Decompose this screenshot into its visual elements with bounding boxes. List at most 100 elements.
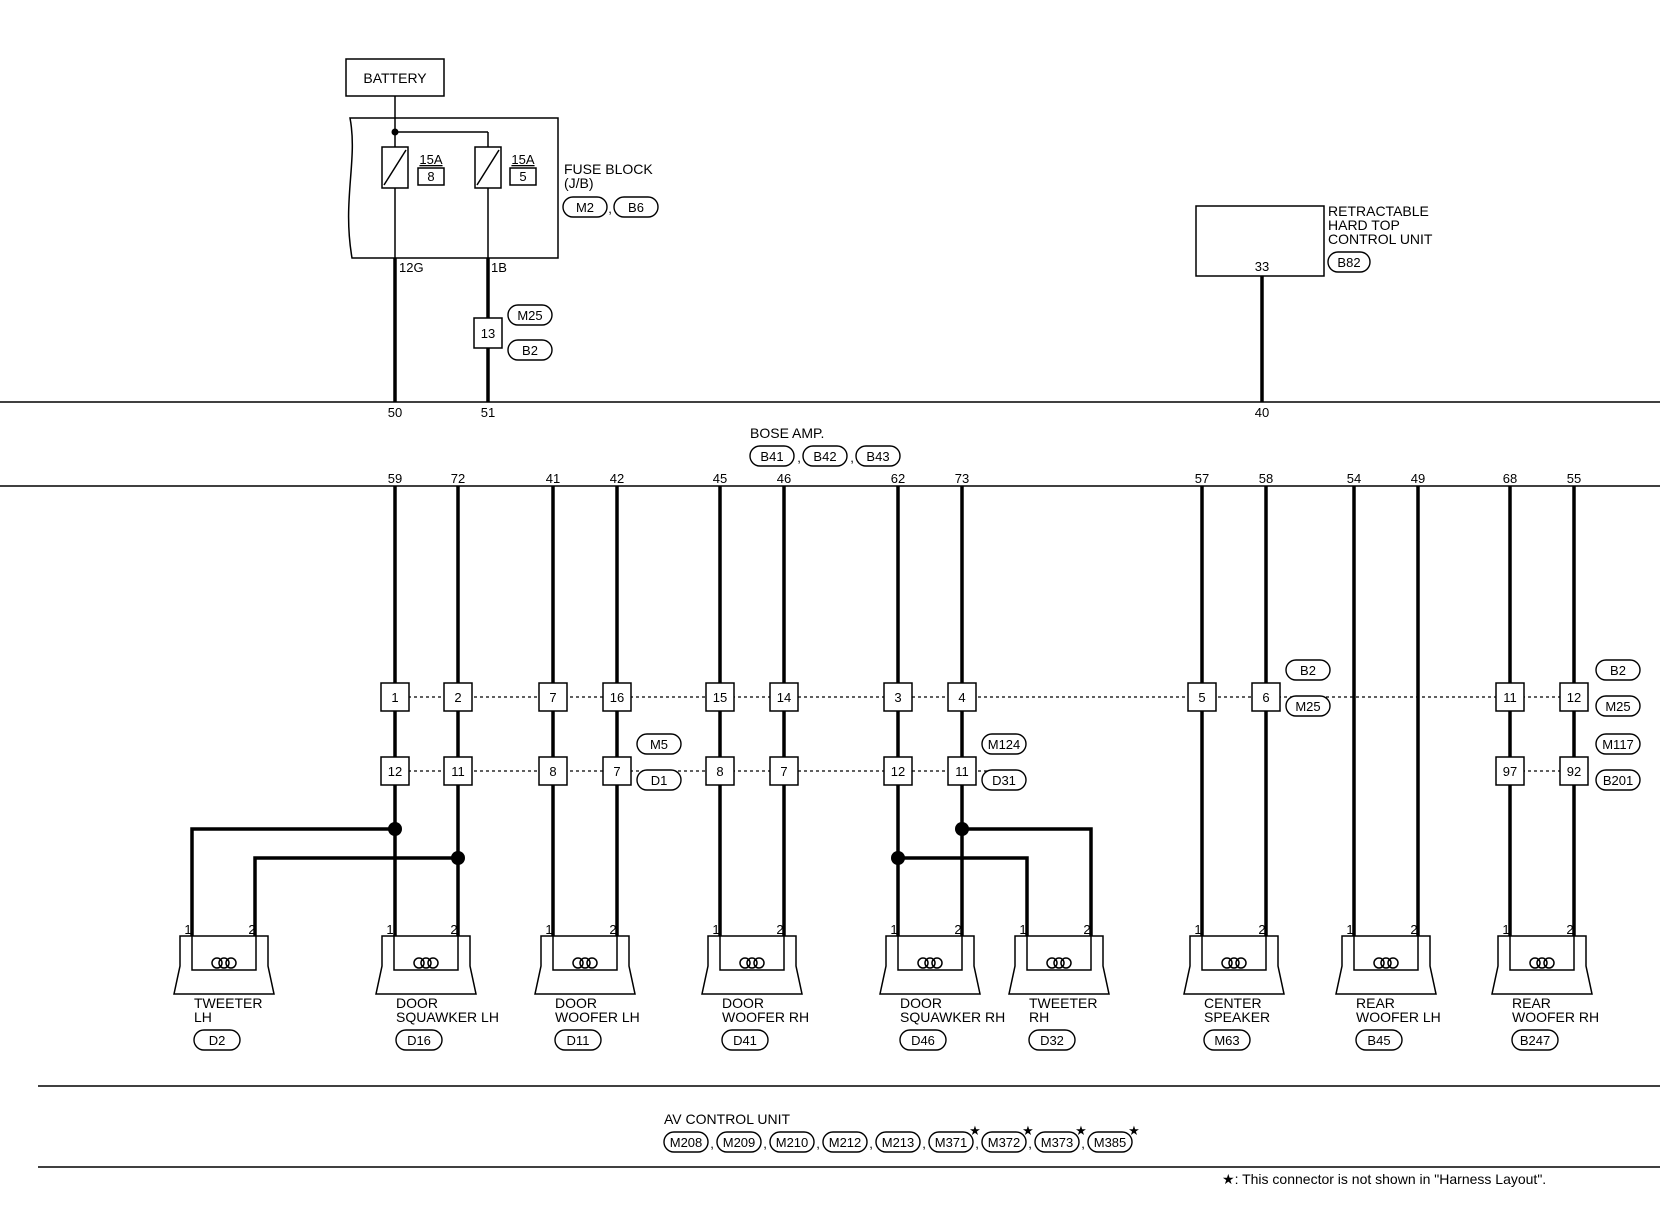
joint-pin: 7 (780, 764, 787, 779)
amp-pin: 45 (713, 471, 727, 486)
speaker-coil-icon (1053, 957, 1065, 969)
splice-point (955, 822, 969, 836)
speaker-pin-2: 2 (1258, 922, 1265, 937)
connector-pill (663, 1131, 709, 1153)
speaker-coil-icon (1373, 957, 1385, 969)
speaker-pin-2: 2 (1083, 922, 1090, 937)
speaker-pin-2: 2 (1566, 922, 1573, 937)
fuse-block: 15A 8 15A 5 FUSE BLOCK (J/B) M2 , B6 (347, 117, 659, 259)
svg-text:,: , (1081, 1136, 1085, 1151)
connector-pill (981, 733, 1027, 755)
amp-pin: 55 (1567, 471, 1581, 486)
joint-pin: 92 (1567, 764, 1581, 779)
speaker-coil-icon (211, 957, 223, 969)
joint-box (380, 682, 410, 712)
speaker-icon (879, 935, 981, 995)
speaker-label: TWEETER (1029, 995, 1097, 1011)
amp-pin: 68 (1503, 471, 1517, 486)
speaker-coil-icon (579, 957, 591, 969)
joint-pin: 1 (391, 690, 398, 705)
speaker-coil-icon (753, 957, 765, 969)
amp-pin: 42 (610, 471, 624, 486)
speaker-coil-icon (225, 957, 237, 969)
speaker-icon (1491, 935, 1593, 995)
speaker-label: SQUAWKER RH (900, 1009, 1005, 1025)
amp-pin: 41 (546, 471, 560, 486)
speaker-coil-icon (413, 957, 425, 969)
connector-pill (981, 1131, 1027, 1153)
joint-connector: M117 (1602, 737, 1634, 752)
joint-box (947, 682, 977, 712)
connector-pill (1595, 659, 1641, 681)
speaker-label: SPEAKER (1204, 1009, 1270, 1025)
speaker-icon (375, 935, 477, 995)
joint-box (538, 682, 568, 712)
speaker-pin-1: 1 (890, 922, 897, 937)
joint-pin: 97 (1503, 764, 1517, 779)
fuse-1-rating: 15A (419, 152, 442, 167)
joint-dashed-lines (408, 696, 1566, 772)
speaker-connector: D46 (911, 1033, 935, 1048)
speaker-coil-icon (572, 957, 584, 969)
speaker-icon (1335, 935, 1437, 995)
connector-pill (1285, 695, 1331, 717)
speaker-coil-frame (1026, 936, 1092, 971)
joint-connector: B2 (1300, 663, 1316, 678)
speaker-pin-2: 2 (609, 922, 616, 937)
joint-pin: 7 (613, 764, 620, 779)
joint-connector: B201 (1603, 773, 1633, 788)
amp-pin: 54 (1347, 471, 1361, 486)
speaker-coil-frame (897, 936, 963, 971)
speaker-connector: D32 (1040, 1033, 1064, 1048)
svg-text:B43: B43 (866, 449, 889, 464)
svg-text:M25: M25 (517, 308, 542, 323)
joint-box (1495, 756, 1525, 786)
speaker-label: DOOR (722, 995, 764, 1011)
joint-pin: 12 (388, 764, 402, 779)
joint-pin: 12 (891, 764, 905, 779)
speaker-label: WOOFER RH (722, 1009, 809, 1025)
speaker-label: RH (1029, 1009, 1049, 1025)
joint-box (1559, 756, 1589, 786)
av-connector: M372 (988, 1135, 1021, 1150)
speaker-coil-icon (218, 957, 230, 969)
battery: BATTERY (345, 58, 445, 97)
star-marker: ★ (1128, 1123, 1140, 1138)
svg-text:13: 13 (481, 326, 495, 341)
speaker-connector: B45 (1367, 1033, 1390, 1048)
joint-pin: 16 (610, 690, 624, 705)
speaker-connector: D16 (407, 1033, 431, 1048)
joint-pin: 8 (549, 764, 556, 779)
speaker-coil-icon (917, 957, 929, 969)
svg-text:,: , (710, 1136, 714, 1151)
speaker-label: SQUAWKER LH (396, 1009, 499, 1025)
speaker-label: REAR (1512, 995, 1551, 1011)
speaker-pin-1: 1 (712, 922, 719, 937)
connector-pill (1087, 1131, 1133, 1153)
svg-text:,: , (1028, 1136, 1032, 1151)
retractable-hard-top-control-unit: 33 RETRACTABLE HARD TOP CONTROL UNIT B82 (1195, 203, 1433, 277)
joint-connector: B2 (1610, 663, 1626, 678)
wire-1b-label: 1B (491, 260, 507, 275)
joint-pin: 11 (955, 764, 969, 779)
speaker-label: REAR (1356, 995, 1395, 1011)
svg-text:,: , (975, 1136, 979, 1151)
speaker-icon (173, 935, 275, 995)
speaker-coil-icon (1380, 957, 1392, 969)
speaker-coil-icon (427, 957, 439, 969)
footnote-text: : This connector is not shown in "Harnes… (1235, 1171, 1547, 1187)
speaker-coil-icon (1529, 957, 1541, 969)
speaker-pin-2: 2 (248, 922, 255, 937)
amp-pin-40: 40 (1255, 405, 1269, 420)
speaker-coil-icon (924, 957, 936, 969)
fuse-block-connector-m2: M2 (576, 200, 594, 215)
connector-pill (928, 1131, 974, 1153)
connector-pill (721, 1029, 769, 1051)
connector-pill (636, 769, 682, 791)
av-connector: M373 (1041, 1135, 1074, 1150)
